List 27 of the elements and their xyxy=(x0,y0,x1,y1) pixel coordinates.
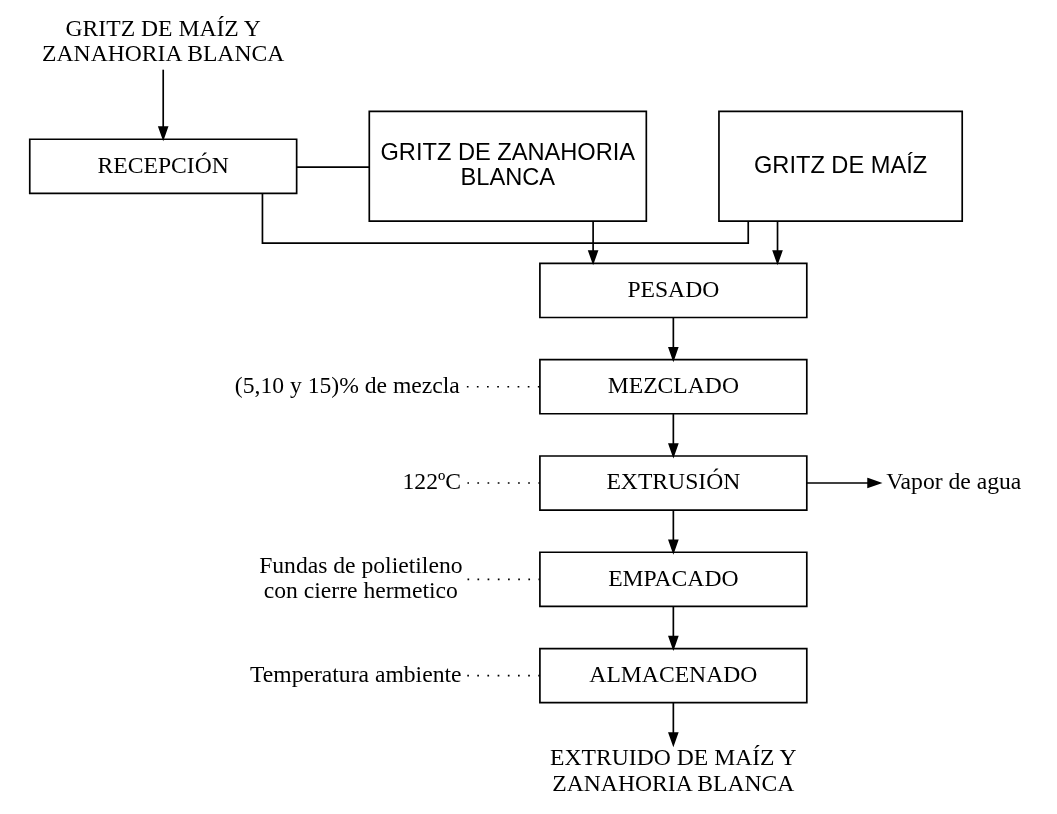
connector xyxy=(296,166,370,168)
arrow xyxy=(668,509,679,555)
node-box: EMPACADO xyxy=(539,551,808,608)
node-text: Fundas de polietileno con cierre hermetico xyxy=(259,551,463,604)
node-box: ALMACENADO xyxy=(539,647,808,704)
arrow xyxy=(587,221,599,266)
arrow xyxy=(668,702,679,748)
node-box: RECEPCIÓN xyxy=(28,138,298,195)
arrow xyxy=(668,316,679,363)
arrow xyxy=(772,221,783,266)
connector xyxy=(466,385,541,388)
node-box: GRITZ DE MAÍZ xyxy=(718,110,964,223)
node-box: GRITZ DE ZANAHORIA BLANCA xyxy=(368,110,648,223)
node-text: (5,10 y 15)% de mezcla xyxy=(234,371,460,398)
connector xyxy=(261,192,750,244)
node-box: EXTRUSIÓN xyxy=(539,455,808,511)
node-box: PESADO xyxy=(539,262,808,319)
node-text: Temperatura ambiente xyxy=(250,660,462,687)
node-box: MEZCLADO xyxy=(539,358,808,415)
node-text: 122ºC xyxy=(402,468,462,495)
arrow xyxy=(668,413,679,459)
arrow xyxy=(806,477,883,489)
arrow xyxy=(668,605,679,652)
node-text: EXTRUIDO DE MAÍZ Y ZANAHORIA BLANCA xyxy=(550,744,797,796)
arrow xyxy=(157,68,169,142)
node-text: Vapor de agua xyxy=(886,468,1022,495)
node-text: GRITZ DE MAÍZ Y ZANAHORIA BLANCA xyxy=(42,14,285,67)
